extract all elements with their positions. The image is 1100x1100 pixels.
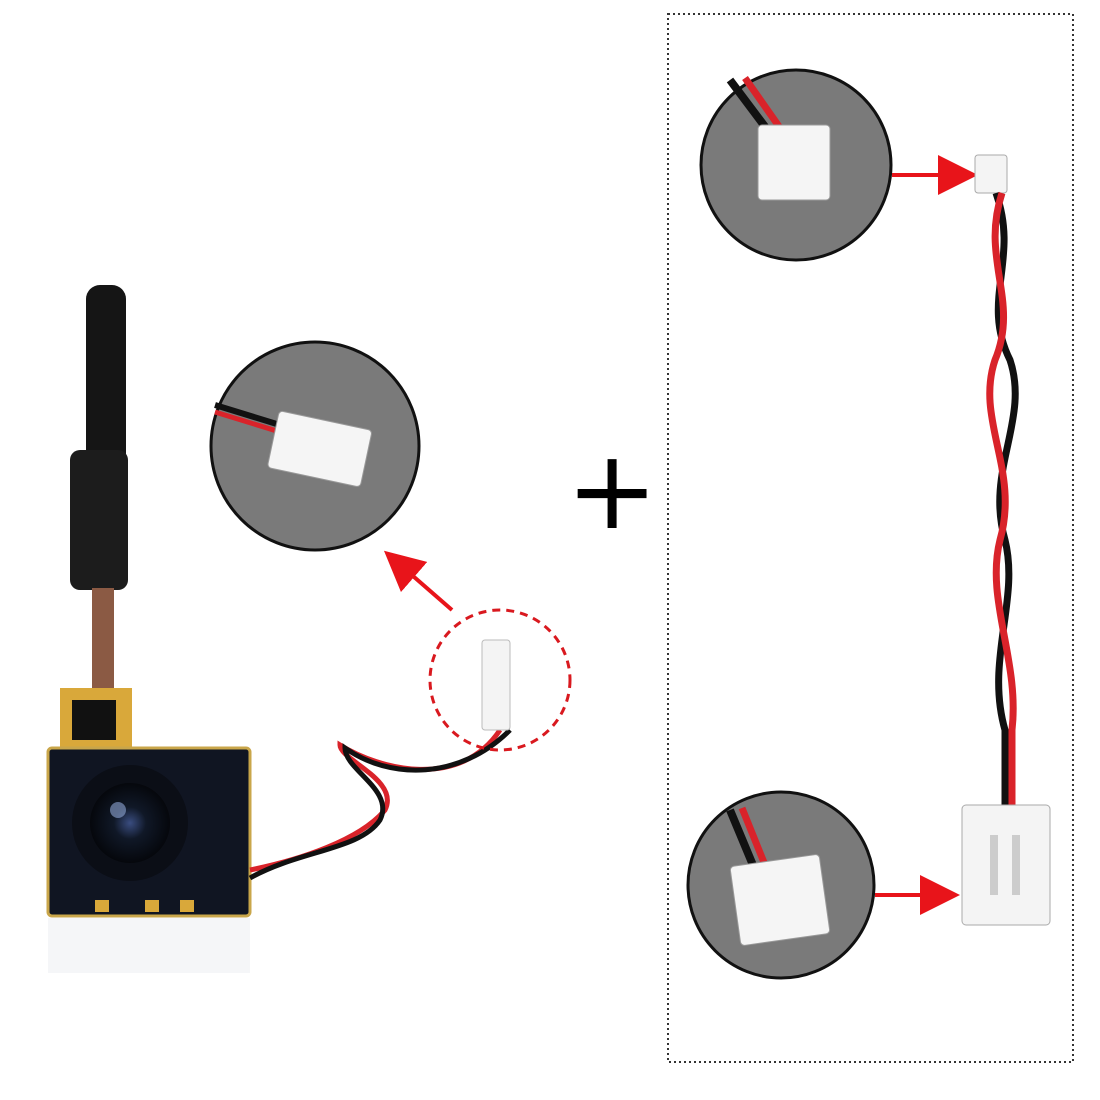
bottom-detail-circle — [686, 790, 876, 980]
coax-cable — [92, 588, 114, 690]
connector-detail-circle — [209, 340, 421, 552]
connector-highlight — [428, 608, 572, 752]
extension-cable — [961, 154, 1051, 926]
arrow-to-detail — [383, 550, 454, 612]
cable-accessory-box — [667, 13, 1074, 1063]
plus-sign: + — [566, 426, 659, 554]
camera-transmitter — [46, 285, 252, 973]
top-detail-circle — [699, 68, 893, 262]
camera-connector — [481, 639, 511, 731]
camera-wire — [248, 728, 512, 881]
